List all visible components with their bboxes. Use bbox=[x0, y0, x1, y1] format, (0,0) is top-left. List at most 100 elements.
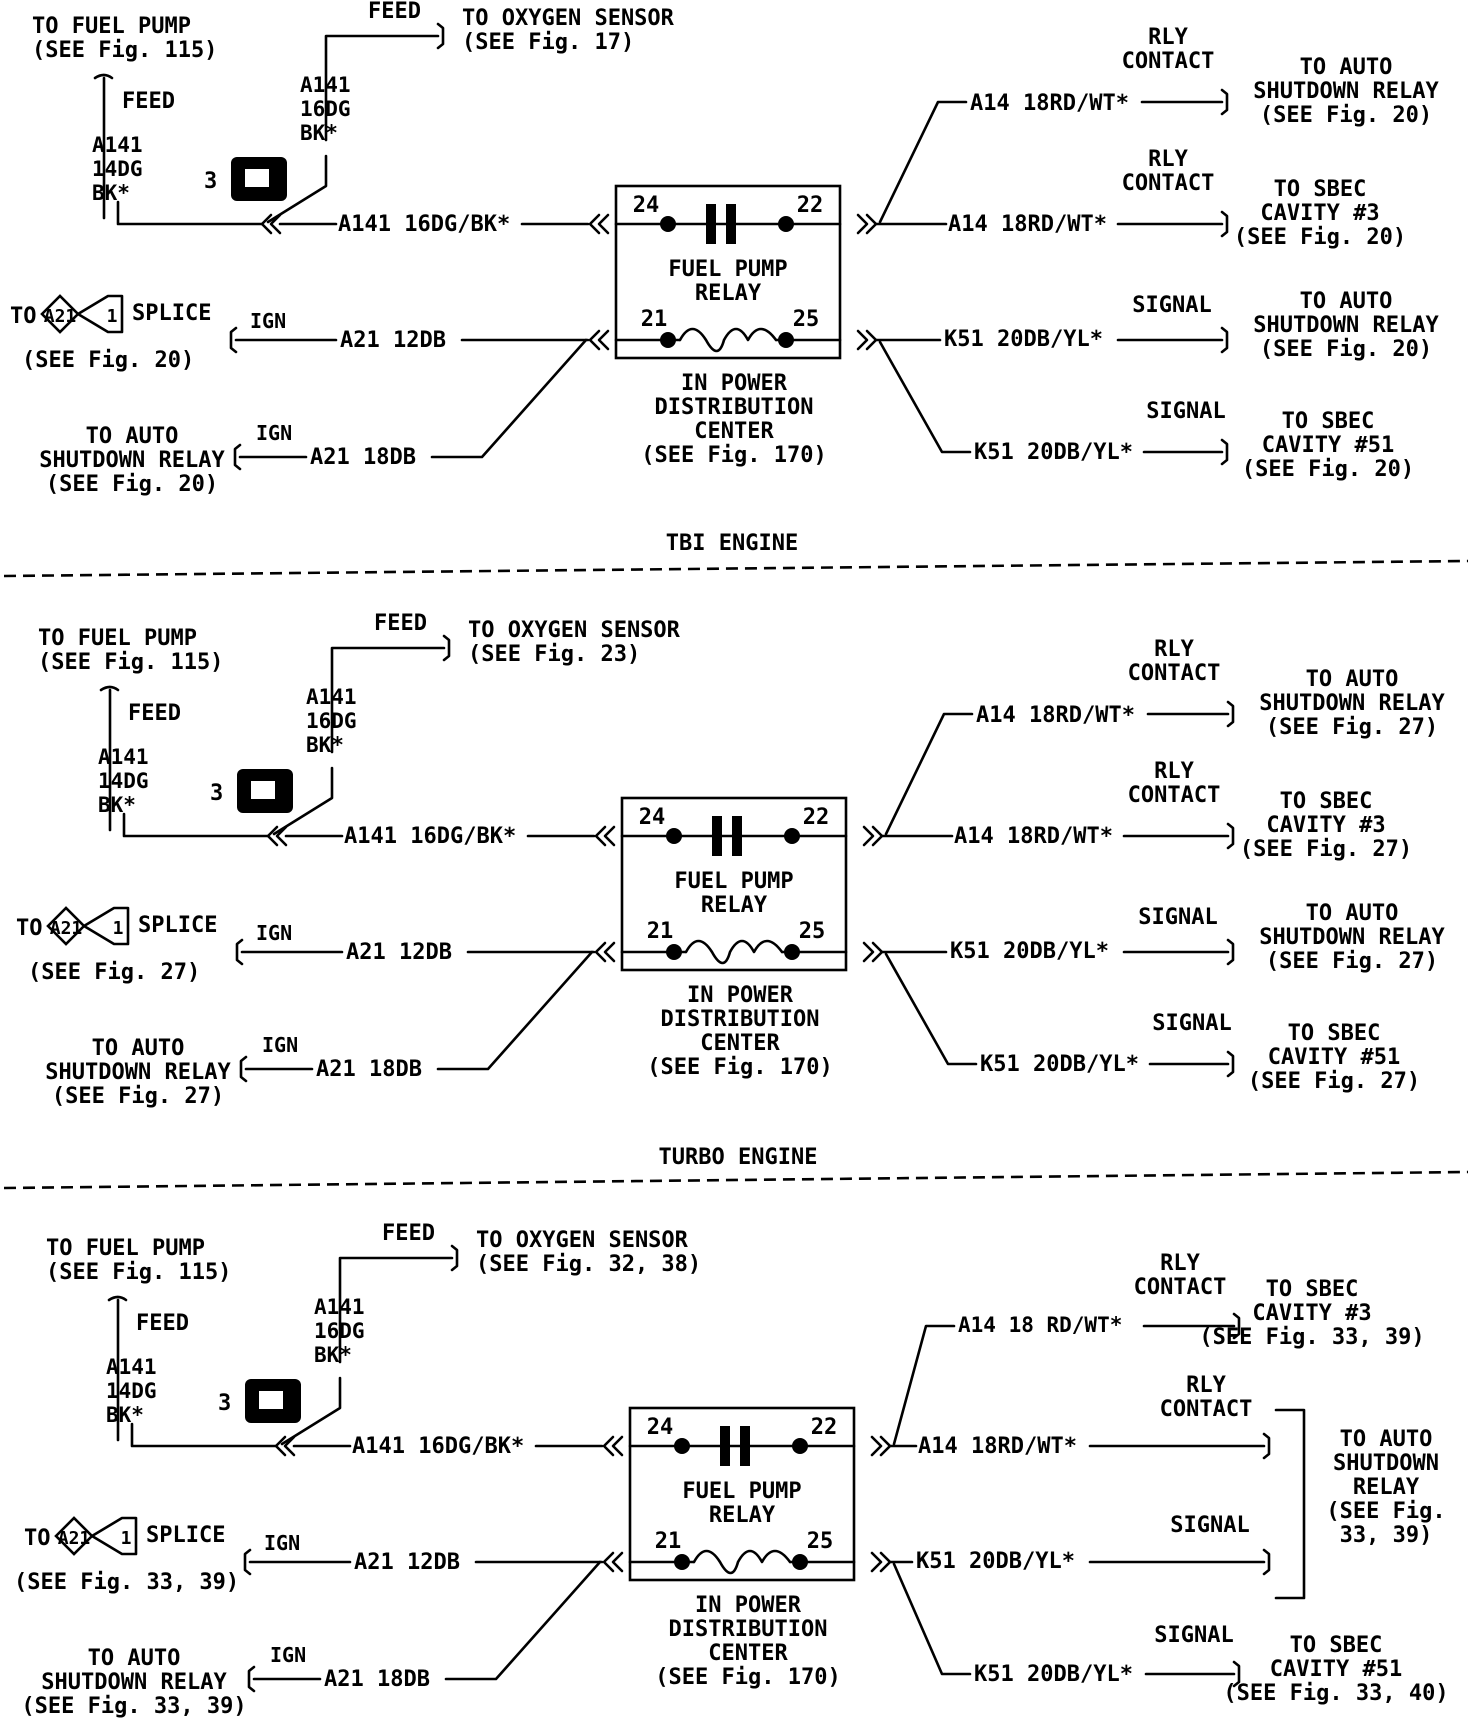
connector-symbol bbox=[260, 213, 282, 235]
sbec-cavity-label: TO SBEC bbox=[1282, 409, 1375, 434]
wire-end-bracket bbox=[1220, 210, 1229, 238]
sbec-cavity-label: TO SBEC bbox=[1280, 789, 1373, 814]
relay-name: RELAY bbox=[701, 893, 768, 918]
separator-line bbox=[3, 1170, 1469, 1190]
wire-end-bracket bbox=[1226, 1050, 1235, 1078]
connector-icon-slot bbox=[259, 1391, 283, 1409]
relay-contact bbox=[726, 204, 736, 244]
sbec-cavity-label: TO SBEC bbox=[1266, 1277, 1359, 1302]
wire bbox=[436, 950, 594, 1071]
sbec-cavity-label: TO SBEC bbox=[1288, 1021, 1381, 1046]
pin-number: 24 bbox=[647, 1415, 674, 1440]
wire-end-bracket bbox=[442, 634, 451, 662]
wire bbox=[884, 952, 978, 1066]
pin-number: 21 bbox=[647, 919, 674, 944]
relay-name: RELAY bbox=[709, 1503, 776, 1528]
wire bbox=[107, 1295, 128, 1442]
connector-symbol bbox=[602, 1551, 624, 1573]
auto-shutdown-relay-label: TO AUTO bbox=[92, 1036, 185, 1061]
power-distribution-center-label: DISTRIBUTION bbox=[655, 395, 814, 420]
rly-contact-label: CONTACT bbox=[1128, 661, 1221, 686]
power-distribution-center-label: IN POWER bbox=[687, 983, 794, 1008]
wire-label: A141 bbox=[98, 745, 149, 769]
wire-label: A14 18 RD/WT* bbox=[958, 1313, 1122, 1337]
power-distribution-center-label: (SEE Fig. 170) bbox=[655, 1665, 840, 1690]
wire-label: K51 20DB/YL* bbox=[944, 327, 1103, 352]
wire bbox=[324, 34, 440, 142]
turbo-engine-section: TO FUEL PUMP(SEE Fig. 115)FEEDA14114DGBK… bbox=[16, 611, 1445, 1109]
wire-label: A141 bbox=[314, 1295, 365, 1319]
terminal-dot bbox=[792, 1438, 808, 1454]
splice-id: A21 bbox=[44, 306, 77, 327]
wire-end-bracket bbox=[1226, 938, 1235, 966]
auto-shutdown-relay-label: TO AUTO bbox=[86, 424, 179, 449]
wire bbox=[130, 1422, 278, 1448]
feed-label: FEED bbox=[122, 89, 175, 114]
wire bbox=[892, 1324, 956, 1446]
wire-end-bracket bbox=[1262, 1432, 1271, 1460]
wire-label: A141 bbox=[92, 133, 143, 157]
terminal-dot bbox=[674, 1438, 690, 1454]
rly-contact-label: CONTACT bbox=[1160, 1397, 1253, 1422]
sbec-cavity-label: TO SBEC bbox=[1290, 1633, 1383, 1658]
auto-shutdown-relay-label: (SEE Fig. 20) bbox=[1260, 337, 1432, 362]
wire-label: A21 12DB bbox=[354, 1550, 460, 1575]
auto-shutdown-relay-label: (SEE Fig. 27) bbox=[1266, 715, 1438, 740]
terminal-dot bbox=[778, 216, 794, 232]
connector-symbol bbox=[274, 1435, 296, 1457]
splice-tag bbox=[76, 294, 124, 334]
wire-label: A21 18DB bbox=[310, 445, 416, 470]
connector-number: 3 bbox=[218, 1391, 231, 1416]
sbec-cavity-label: (SEE Fig. 20) bbox=[1234, 225, 1406, 250]
oxygen-sensor-label: (SEE Fig. 32, 38) bbox=[476, 1252, 701, 1277]
fuel-pump-label: (SEE Fig. 115) bbox=[46, 1260, 231, 1285]
relay-contact bbox=[720, 1426, 730, 1466]
auto-shutdown-relay-label: SHUTDOWN RELAY bbox=[39, 448, 225, 473]
relay-coil bbox=[678, 327, 778, 353]
wire-end-bracket bbox=[1262, 1548, 1271, 1576]
relay-contact bbox=[706, 204, 716, 244]
wire-end-bracket bbox=[450, 1244, 459, 1272]
wire-label: A141 bbox=[300, 73, 351, 97]
pin-number: 25 bbox=[807, 1529, 834, 1554]
sbec-cavity-label: CAVITY #51 bbox=[1262, 433, 1394, 458]
splice-label: TO bbox=[16, 916, 43, 941]
auto-shutdown-relay-label: SHUTDOWN RELAY bbox=[1259, 925, 1445, 950]
wire bbox=[878, 340, 972, 454]
splice-label: TO bbox=[10, 304, 37, 329]
wire-label: 16DG bbox=[314, 1319, 365, 1343]
wire-end-bracket bbox=[235, 938, 244, 966]
fuel-pump-relay-box bbox=[628, 1406, 856, 1582]
pin-number: 24 bbox=[639, 805, 666, 830]
feed-label: FEED bbox=[136, 1311, 189, 1336]
wire bbox=[878, 100, 968, 224]
wire-end-bracket bbox=[1232, 1312, 1241, 1340]
wire bbox=[444, 1560, 602, 1681]
relay-name: FUEL PUMP bbox=[682, 1479, 801, 1504]
auto-shutdown-relay-label: TO AUTO bbox=[1306, 667, 1399, 692]
auto-shutdown-relay-label: (SEE Fig. bbox=[1326, 1499, 1445, 1524]
wire bbox=[116, 200, 264, 226]
wire-end-bracket bbox=[233, 443, 242, 471]
signal-label: SIGNAL bbox=[1154, 1623, 1233, 1648]
auto-shutdown-relay-label: RELAY bbox=[1353, 1475, 1420, 1500]
ign-label: IGN bbox=[256, 921, 292, 945]
power-distribution-center-label: DISTRIBUTION bbox=[669, 1617, 828, 1642]
auto-shutdown-relay-label: TO AUTO bbox=[1306, 901, 1399, 926]
terminal-dot bbox=[784, 944, 800, 960]
relay-coil bbox=[692, 1549, 792, 1575]
splice-tag bbox=[82, 906, 130, 946]
fuel-pump-label: TO FUEL PUMP bbox=[38, 626, 197, 651]
splice-label: SPLICE bbox=[146, 1523, 225, 1548]
oxygen-sensor-label: (SEE Fig. 23) bbox=[468, 642, 640, 667]
sbec-cavity-label: CAVITY #3 bbox=[1252, 1301, 1371, 1326]
auto-shutdown-relay-label: SHUTDOWN RELAY bbox=[45, 1060, 231, 1085]
fuel-pump-label: TO FUEL PUMP bbox=[46, 1236, 205, 1261]
wire-end-bracket bbox=[1226, 700, 1235, 728]
pin-number: 21 bbox=[641, 307, 668, 332]
pin-number: 21 bbox=[655, 1529, 682, 1554]
wire-label: BK* bbox=[300, 121, 338, 145]
wire-label: 14DG bbox=[106, 1379, 157, 1403]
wire-label: A14 18RD/WT* bbox=[948, 212, 1107, 237]
